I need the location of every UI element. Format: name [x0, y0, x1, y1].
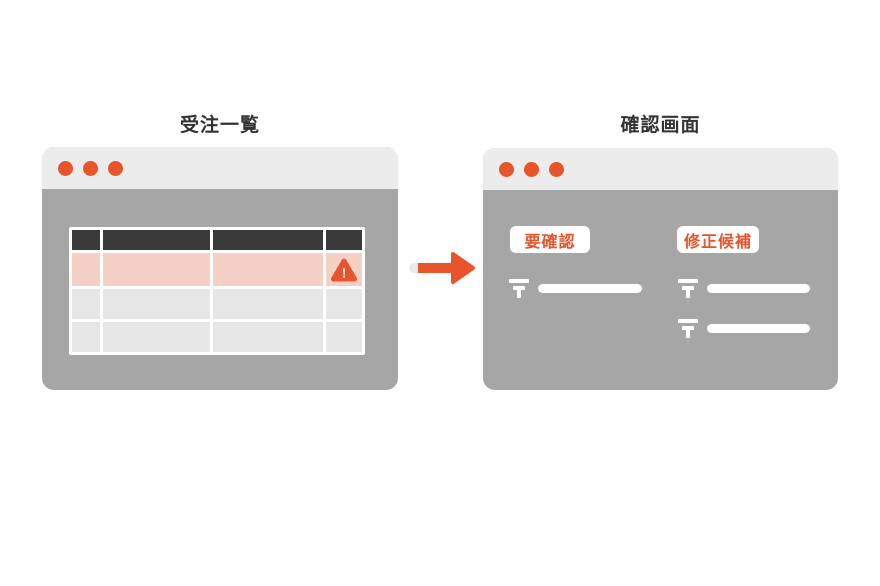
alert-row-cell [72, 253, 100, 286]
correction-candidate-badge: 修正候補 [677, 226, 759, 253]
window-titlebar [42, 147, 398, 189]
table-row-cell [103, 322, 210, 352]
list-item [678, 318, 810, 339]
placeholder-line [707, 284, 810, 293]
warning-triangle-icon: ! [331, 258, 357, 281]
window-dot-icon [58, 160, 73, 176]
table-header-cell [72, 230, 100, 250]
postal-mark-icon [678, 318, 698, 339]
confirm-screen-window: 要確認 修正候補 [483, 148, 838, 390]
warning-glyph: ! [342, 265, 346, 280]
alert-row-cell [213, 253, 323, 286]
order-table: ! [69, 227, 365, 355]
window-dot-icon [524, 161, 539, 177]
window-dot-icon [108, 160, 123, 176]
table-row-cell [213, 289, 323, 319]
table-row-cell [213, 322, 323, 352]
table-row-cell [103, 289, 210, 319]
table-row-cell [326, 322, 362, 352]
table-header-cell [213, 230, 323, 250]
list-item [678, 278, 810, 299]
window-dot-icon [83, 160, 98, 176]
window-dot-icon [499, 161, 514, 177]
list-item [509, 278, 642, 299]
placeholder-line [707, 324, 810, 333]
placeholder-line [538, 284, 642, 293]
left-panel-title: 受注一覧 [179, 115, 260, 136]
postal-mark-icon [678, 278, 698, 299]
right-panel-title: 確認画面 [620, 115, 701, 136]
table-row-cell [72, 289, 100, 319]
table-row-cell [72, 322, 100, 352]
table-header-cell [326, 230, 362, 250]
table-row-cell [326, 289, 362, 319]
table-header-cell [103, 230, 210, 250]
order-list-window: ! [42, 147, 398, 390]
window-dot-icon [549, 161, 564, 177]
confirm-screen-window-body: 要確認 修正候補 [483, 190, 838, 390]
postal-mark-icon [509, 278, 529, 299]
window-titlebar [483, 148, 838, 190]
alert-row-cell: ! [326, 253, 362, 286]
needs-review-badge: 要確認 [510, 226, 590, 253]
alert-row-cell [103, 253, 210, 286]
order-list-window-body: ! [42, 189, 398, 390]
flow-arrow-icon [409, 252, 475, 284]
